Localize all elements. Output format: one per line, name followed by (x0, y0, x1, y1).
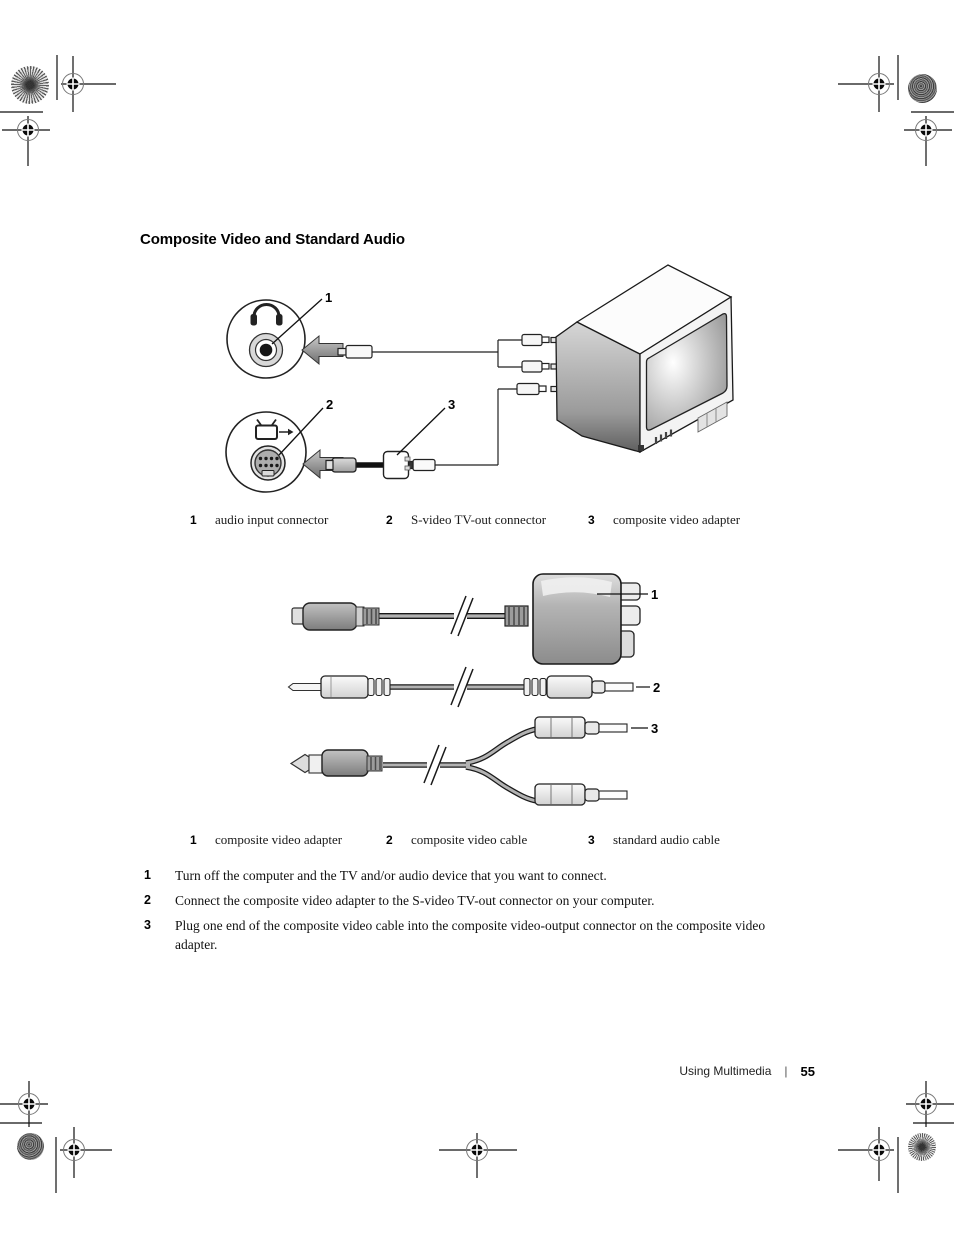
callout-3: 3 (631, 721, 658, 736)
svg-text:1: 1 (651, 587, 658, 602)
arrow-to-audio-connector (301, 334, 344, 366)
halftone-dot-top-right (908, 74, 937, 103)
legend-num: 1 (190, 513, 197, 527)
legend-label: audio input connector (215, 512, 329, 527)
svg-text:1: 1 (325, 290, 332, 305)
step-number: 1 (144, 868, 151, 882)
step-text: Turn off the computer and the TV and/or … (175, 868, 607, 883)
legend-num: 3 (588, 833, 595, 847)
audio-rca-lower (534, 783, 628, 806)
step-number: 3 (144, 918, 151, 932)
callout-1: 1 (271, 290, 332, 345)
tv-screen (645, 312, 728, 431)
step-1: 1 Turn off the computer and the TV and/o… (144, 866, 789, 885)
tv-illustration (555, 264, 734, 454)
legend-label: S-video TV-out connector (411, 512, 547, 527)
halftone-dot-bottom-left (17, 1133, 44, 1160)
cable-break-mark (450, 595, 474, 637)
footer-section-label: Using Multimedia (679, 1064, 772, 1078)
svideo-tv-out-connector (225, 411, 307, 493)
composite-video-adapter-cable: 1 (291, 573, 658, 665)
legend-label: composite video adapter (215, 832, 343, 847)
legend-item: 1 composite video adapter (190, 832, 386, 848)
cable-break-mark (450, 666, 474, 708)
footer-separator: | (784, 1064, 788, 1078)
svideo-jack (250, 445, 286, 481)
callout-3: 3 (396, 397, 455, 456)
composite-video-adapter-small (382, 450, 411, 480)
audio-cable-run (337, 333, 559, 373)
figure-connectors-legend: 1 audio input connector 2 S-video TV-out… (190, 512, 803, 528)
page-footer: Using Multimedia | 55 (0, 1062, 815, 1080)
section-heading: Composite Video and Standard Audio (140, 231, 405, 249)
legend-item: 2 composite video cable (386, 832, 588, 848)
instruction-steps: 1 Turn off the computer and the TV and/o… (144, 866, 789, 960)
legend-num: 2 (386, 833, 393, 847)
callout-2: 2 (636, 680, 660, 695)
svg-text:2: 2 (653, 680, 660, 695)
composite-adapter-run (325, 382, 559, 480)
tv-buttons (654, 429, 673, 444)
legend-label: standard audio cable (613, 832, 720, 847)
star-target-top-left (11, 66, 49, 104)
legend-item: 2 S-video TV-out connector (386, 512, 588, 528)
audio-rca-upper (534, 716, 628, 739)
legend-label: composite video cable (411, 832, 528, 847)
legend-num: 3 (588, 513, 595, 527)
figure-connectors-diagram: 1 2 (225, 264, 734, 493)
page-number: 55 (800, 1063, 815, 1079)
standard-audio-cable: 3 (289, 716, 658, 806)
figure-cables-legend: 1 composite video adapter 2 composite vi… (190, 832, 803, 848)
step-2: 2 Connect the composite video adapter to… (144, 891, 789, 910)
figure-cables-diagram: 1 2 (287, 573, 660, 806)
legend-num: 2 (386, 513, 393, 527)
svg-text:3: 3 (651, 721, 658, 736)
legend-item: 3 composite video adapter (588, 512, 803, 528)
audio-input-connector (226, 299, 306, 379)
step-3: 3 Plug one end of the composite video ca… (144, 916, 789, 954)
legend-num: 1 (190, 833, 197, 847)
step-number: 2 (144, 893, 151, 907)
composite-video-cable: 2 (287, 666, 660, 708)
legend-label: composite video adapter (613, 512, 741, 527)
cable-break-mark (423, 744, 447, 786)
legend-item: 3 standard audio cable (588, 832, 803, 848)
audio-jack (248, 332, 284, 368)
step-text: Connect the composite video adapter to t… (175, 893, 655, 908)
svg-text:3: 3 (448, 397, 455, 412)
adapter-body (532, 573, 622, 665)
callout-2: 2 (278, 397, 333, 456)
legend-item: 1 audio input connector (190, 512, 386, 528)
step-text: Plug one end of the composite video cabl… (175, 918, 766, 952)
star-target-bottom-right (908, 1133, 936, 1161)
callout-1: 1 (597, 587, 658, 602)
tv-out-icon (255, 418, 294, 440)
svg-text:2: 2 (326, 397, 333, 412)
headphones-icon (250, 303, 283, 326)
